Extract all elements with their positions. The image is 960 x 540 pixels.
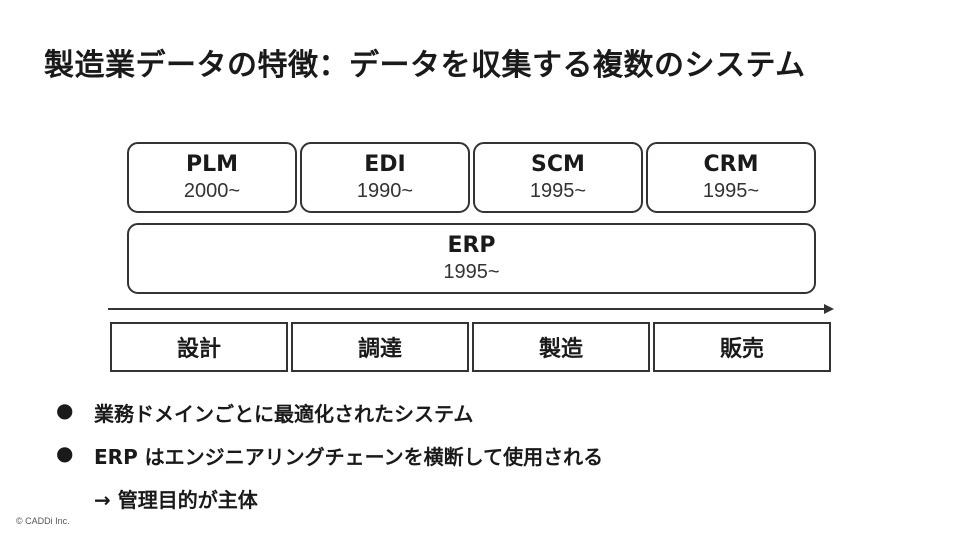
copyright-text: © CADDi Inc.: [16, 516, 70, 526]
system-year: 1990~: [356, 179, 414, 202]
bullet-text: 業務ドメインごとに最適化されたシステム: [94, 402, 474, 426]
bullet-text: ERP はエンジニアリングチェーンを横断して使用される: [94, 445, 604, 469]
system-box-plm: PLM 2000~: [127, 142, 297, 213]
system-name: PLM: [185, 152, 239, 178]
system-box-edi: EDI 1990~: [300, 142, 470, 213]
stage-design: 設計: [110, 322, 288, 372]
system-year: 2000~: [183, 179, 241, 202]
stage-sales: 販売: [653, 322, 831, 372]
system-box-crm: CRM 1995~: [646, 142, 816, 213]
system-name: EDI: [364, 152, 406, 178]
bullet-marker: ●: [56, 441, 74, 465]
system-year: 1995~: [443, 260, 500, 283]
system-name: CRM: [703, 152, 759, 178]
stage-procurement: 調達: [291, 322, 469, 372]
process-flow-arrow: [108, 304, 834, 314]
stage-manufacturing: 製造: [472, 322, 650, 372]
system-year: 1995~: [529, 179, 587, 202]
bullet-text: → 管理目的が主体: [94, 488, 258, 512]
system-year: 1995~: [702, 179, 760, 202]
system-box-erp: ERP 1995~: [127, 223, 816, 294]
system-name: SCM: [531, 152, 585, 178]
bullet-marker: ●: [56, 398, 74, 422]
system-box-scm: SCM 1995~: [473, 142, 643, 213]
slide-title: 製造業データの特徴：データを収集する複数のシステム: [44, 48, 806, 83]
system-name: ERP: [447, 233, 496, 259]
